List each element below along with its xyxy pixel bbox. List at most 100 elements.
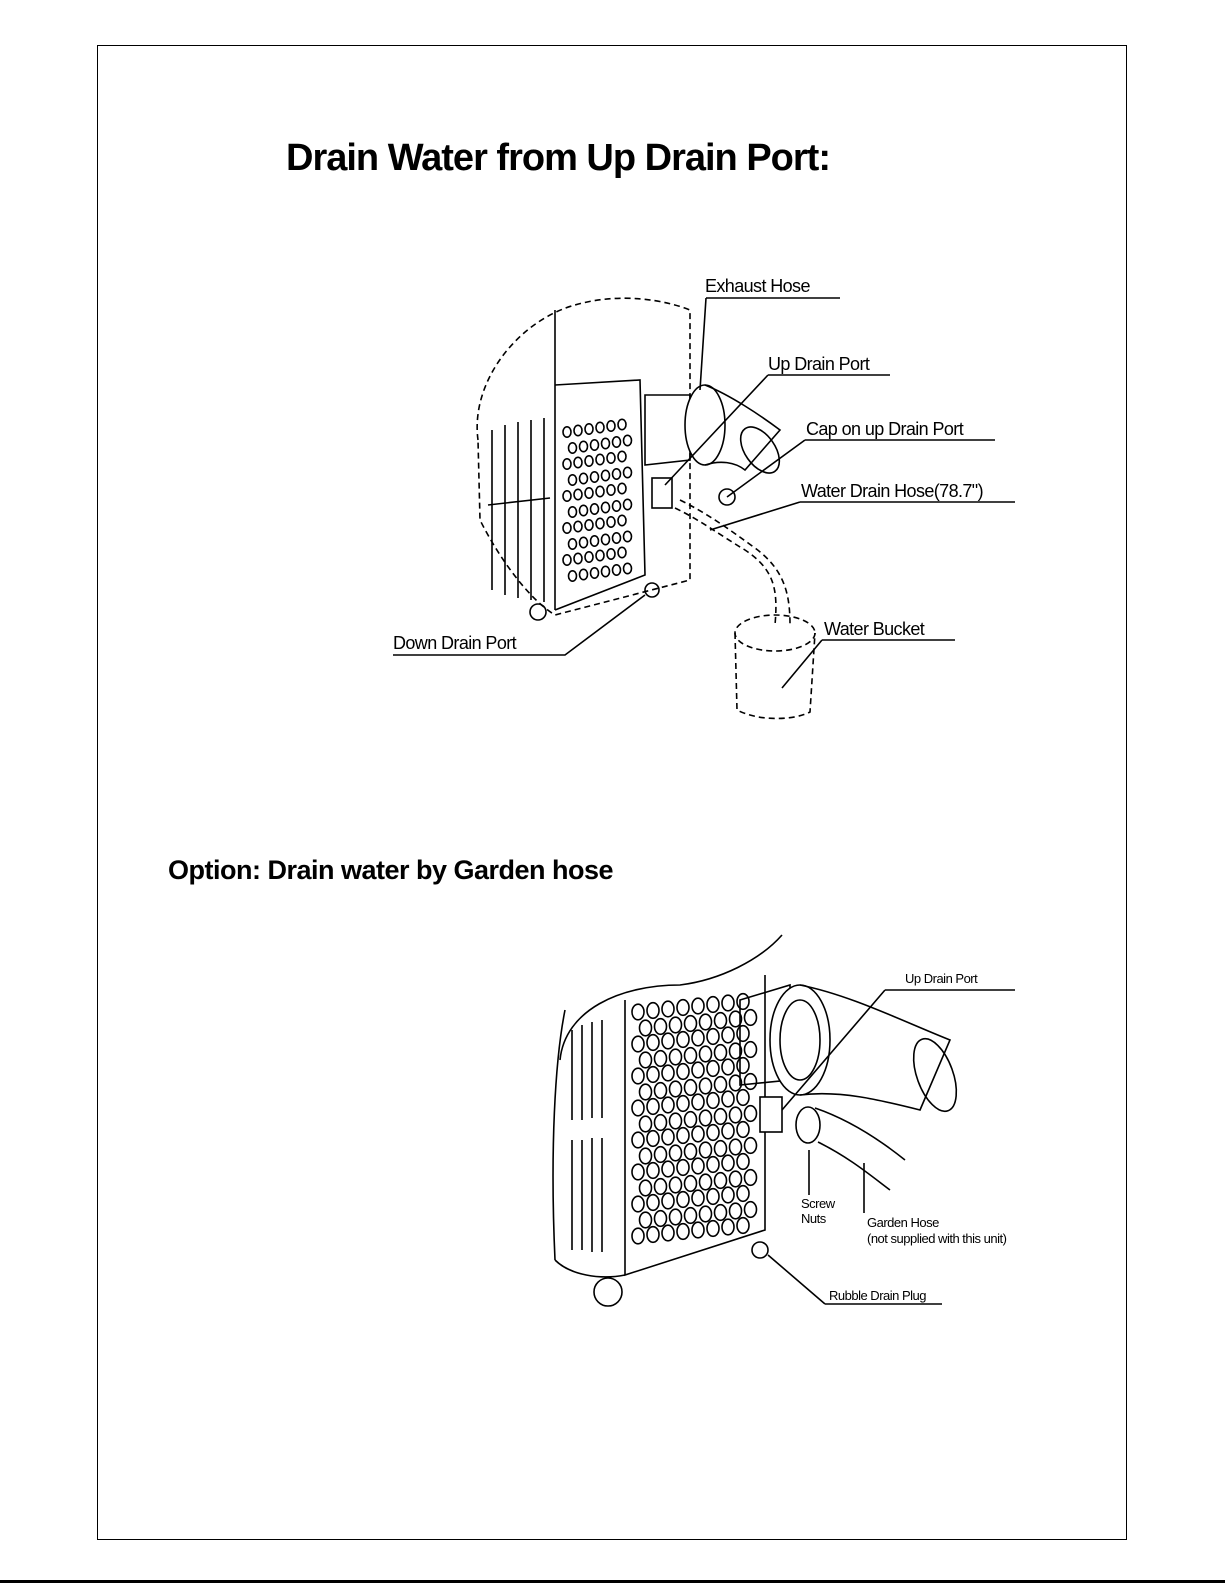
grille-cell (640, 1116, 652, 1132)
grille-cell (640, 1212, 652, 1228)
grille-cell (730, 1203, 742, 1219)
grille-cell (655, 1115, 667, 1131)
grille-cell (677, 1192, 689, 1208)
grille-cell (662, 1097, 674, 1113)
grille-cell (745, 1074, 757, 1090)
grille-cell (737, 1154, 749, 1170)
grille-cell (677, 1096, 689, 1112)
grille-cell (737, 1218, 749, 1234)
grille-cell (722, 1059, 734, 1075)
grille-cell (707, 1157, 719, 1173)
wheel2-right (752, 1242, 768, 1258)
grille-cell (722, 1123, 734, 1139)
grille-cell (632, 1100, 644, 1116)
grille-cell (745, 1202, 757, 1218)
grille-cell (715, 1141, 727, 1157)
grille-cell (647, 1131, 659, 1147)
grille-cell (715, 1109, 727, 1125)
grille-cell (700, 1142, 712, 1158)
grille-cell (700, 1174, 712, 1190)
unit2-side-outline (553, 1010, 565, 1260)
grille-cell (632, 1036, 644, 1052)
grille-cell (745, 1042, 757, 1058)
grille-cell (715, 1173, 727, 1189)
grille-cell (745, 1138, 757, 1154)
label2-garden-hose: Garden Hose (867, 1215, 939, 1230)
grille-cell (692, 1094, 704, 1110)
wheel2-left (594, 1278, 622, 1306)
grille-cell (692, 1222, 704, 1238)
grille-cell (662, 1225, 674, 1241)
label2-up-drain-port: Up Drain Port (905, 971, 977, 986)
grille-cell (692, 1158, 704, 1174)
grille-cell (700, 1078, 712, 1094)
grille-cell (647, 1099, 659, 1115)
grille-cell (685, 1080, 697, 1096)
grille-cell (662, 1129, 674, 1145)
grille-cell (722, 1091, 734, 1107)
grille-cell (662, 1161, 674, 1177)
grille-cell (685, 1048, 697, 1064)
grille-cell (647, 1195, 659, 1211)
grille-cell (632, 1164, 644, 1180)
screw-nut (796, 1107, 820, 1143)
grille-cell (685, 1176, 697, 1192)
grille-cell (737, 1186, 749, 1202)
grille-cell (662, 1033, 674, 1049)
grille-cell (707, 1029, 719, 1045)
grille-cell (662, 1001, 674, 1017)
grille-cell (647, 1163, 659, 1179)
grille-cell (632, 1132, 644, 1148)
grille-cell (655, 1211, 667, 1227)
grille-cell (707, 1061, 719, 1077)
grille-cell (677, 1160, 689, 1176)
grille-cell (677, 1000, 689, 1016)
grille-cell (670, 1113, 682, 1129)
grille-cell (632, 1068, 644, 1084)
grille-cell (640, 1180, 652, 1196)
grille-cell (647, 1067, 659, 1083)
grille-cell (715, 1205, 727, 1221)
grille-cell (655, 1019, 667, 1035)
grille-cell (655, 1179, 667, 1195)
grille-cell (655, 1083, 667, 1099)
grille-cell (722, 1187, 734, 1203)
grille-cell (745, 1106, 757, 1122)
label2-rubble-drain-plug: Rubble Drain Plug (829, 1288, 926, 1303)
unit2-bottom (555, 1260, 625, 1277)
label2-not-supplied: (not supplied with this unit) (867, 1231, 1006, 1246)
grille-cell (730, 1171, 742, 1187)
grille-cell (715, 1045, 727, 1061)
grille-cell (700, 1110, 712, 1126)
grille-cell (715, 1077, 727, 1093)
grille-cell (730, 1139, 742, 1155)
grille-cell (737, 1026, 749, 1042)
grille-cell (745, 1170, 757, 1186)
grille-cell (670, 1209, 682, 1225)
grille-cell (647, 1003, 659, 1019)
grille-cell (722, 1219, 734, 1235)
grille-cell (692, 998, 704, 1014)
garden-hose-shape (815, 1108, 905, 1190)
grille-cell (700, 1014, 712, 1030)
grille-cell (685, 1016, 697, 1032)
grille-cell (662, 1193, 674, 1209)
grille-cell (632, 1004, 644, 1020)
grille-cell (722, 1027, 734, 1043)
grille-cell (640, 1052, 652, 1068)
grille-cell (692, 1062, 704, 1078)
grille-cell (715, 1013, 727, 1029)
grille-cell (662, 1065, 674, 1081)
grille-cell (640, 1148, 652, 1164)
grille-cell (655, 1051, 667, 1067)
grille-cell (707, 1125, 719, 1141)
grille-cell (670, 1145, 682, 1161)
grille-cell (640, 1084, 652, 1100)
grille-cell (722, 1155, 734, 1171)
grille-cell (700, 1046, 712, 1062)
grille-cell (722, 995, 734, 1011)
grille-cell (737, 1122, 749, 1138)
grille-cell (692, 1030, 704, 1046)
grille-cell (685, 1208, 697, 1224)
grille-cell (737, 994, 749, 1010)
